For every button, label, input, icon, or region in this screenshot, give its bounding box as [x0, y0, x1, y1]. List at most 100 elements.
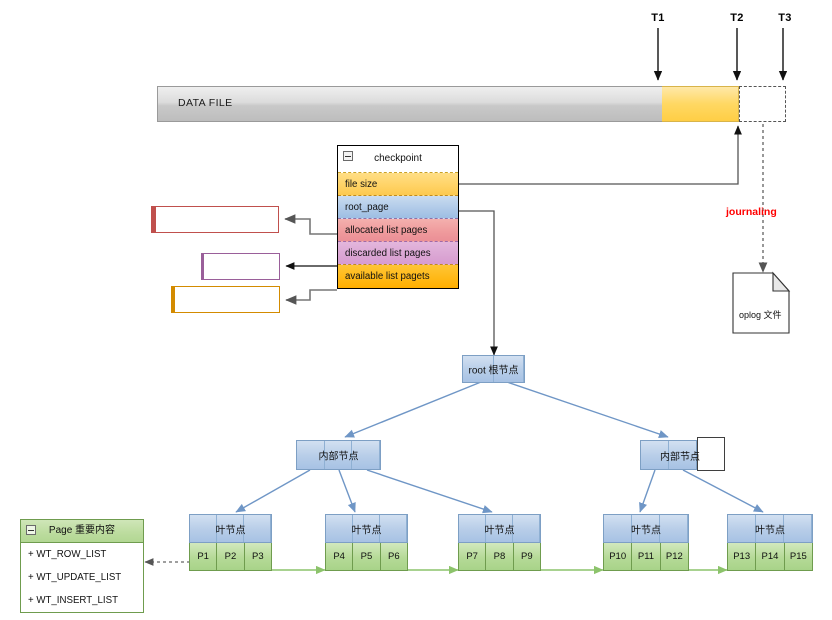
timeline-label-t2: T2	[730, 12, 744, 24]
page-cell	[153, 207, 154, 232]
internal-left-to-leaf-2	[338, 469, 356, 513]
checkpoint-row-available-list-pagets[interactable]: available list pagets	[338, 265, 458, 288]
journaling-label: journaling	[726, 206, 777, 218]
legend-title: Page 重要内容	[48, 525, 116, 536]
checkpoint-row-discarded-list-pages[interactable]: discarded list pages	[338, 242, 458, 265]
internal-right-to-leaf-4	[639, 469, 656, 513]
checkpoint-title: checkpoint	[374, 153, 422, 164]
leaf-label: 叶节点	[215, 525, 246, 536]
leaf-header: 叶节点	[458, 514, 541, 543]
data-file-pending-segment	[662, 86, 739, 122]
leaf-node-2[interactable]: 叶节点 P4 P5 P6	[325, 514, 408, 571]
leaf-pages: P10 P11 P12	[603, 543, 689, 571]
checkpoint-row-file-size[interactable]: file size	[338, 173, 458, 196]
oplog-file-label: oplog 文件	[739, 310, 782, 320]
leaf-pages: P1 P2 P3	[189, 543, 272, 571]
allocated-pages-array	[151, 206, 279, 233]
root-subcell	[463, 356, 494, 382]
leaf-subcell	[190, 515, 217, 542]
allocated-connector	[284, 214, 337, 235]
leaf-subcell	[632, 515, 660, 542]
page-cell-p8[interactable]: P8	[486, 543, 514, 570]
leaf-subcell	[604, 515, 632, 542]
page-cell-p13[interactable]: P13	[728, 543, 757, 570]
timeline-label-t3: T3	[778, 12, 792, 24]
page-cell-p10[interactable]: P10	[604, 543, 633, 570]
data-file-unwritten-segment	[739, 86, 786, 122]
internal-left-to-leaf-1	[235, 469, 311, 513]
page-cell-p2[interactable]: P2	[217, 543, 245, 570]
timeline-label-t1: T1	[651, 12, 665, 24]
leaf-pages: P4 P5 P6	[325, 543, 408, 571]
leaf-subcell	[353, 515, 380, 542]
leaf-subcell	[459, 515, 486, 542]
page-cell-p3[interactable]: P3	[244, 543, 271, 570]
minus-icon[interactable]	[343, 151, 353, 161]
leaf-pages: P13 P14 P15	[727, 543, 813, 571]
leaf-subcell	[486, 515, 513, 542]
page-cell-p9[interactable]: P9	[513, 543, 540, 570]
leaf-subcell	[326, 515, 353, 542]
page-cell	[155, 207, 156, 232]
leaf-node-3[interactable]: 叶节点 P7 P8 P9	[458, 514, 541, 571]
root-to-internal-left	[344, 381, 482, 438]
root-to-internal-right	[506, 381, 669, 439]
leaf-node-1[interactable]: 叶节点 P1 P2 P3	[189, 514, 272, 571]
minus-icon[interactable]	[26, 525, 36, 535]
checkpoint-table[interactable]: checkpoint file size root_page allocated…	[337, 145, 459, 289]
leaf-label: 叶节点	[351, 525, 382, 536]
available-connector	[285, 289, 337, 305]
page-cell-p11[interactable]: P11	[632, 543, 661, 570]
page-cell-p5[interactable]: P5	[353, 543, 381, 570]
page-cell	[173, 287, 174, 312]
internal-right-to-leaf-5	[682, 469, 764, 513]
leaf-label: 叶节点	[631, 525, 661, 536]
data-file-bar: DATA FILE	[157, 86, 739, 122]
checkpoint-row-root-page[interactable]: root_page	[338, 196, 458, 219]
leaf-node-5[interactable]: 叶节点 P13 P14 P15	[727, 514, 813, 571]
leaf-subcell	[728, 515, 756, 542]
page-cell-p6[interactable]: P6	[380, 543, 407, 570]
data-file-label: DATA FILE	[178, 97, 233, 109]
leaf-label: 叶节点	[484, 525, 515, 536]
page-content-legend[interactable]: Page 重要内容 + WT_ROW_LIST + WT_UPDATE_LIST…	[20, 519, 144, 613]
page-cell-p12[interactable]: P12	[660, 543, 688, 570]
legend-item-update-list: + WT_UPDATE_LIST	[28, 572, 122, 583]
internal-subcell	[297, 441, 325, 469]
tree-internal-node-right[interactable]	[640, 440, 697, 470]
page-cell	[152, 207, 153, 232]
leaf-subcell	[244, 515, 271, 542]
legend-item-row-list: + WT_ROW_LIST	[28, 549, 107, 560]
leaf-header: 叶节点	[603, 514, 689, 543]
page-cell	[202, 254, 203, 279]
tree-root-node[interactable]: root 根节点	[462, 355, 525, 383]
filesize-connector	[459, 125, 742, 185]
tree-internal-node-left[interactable]: 内部节点	[296, 440, 381, 470]
page-cell	[172, 287, 173, 312]
tree-internal-right-label: 内部节点	[660, 452, 700, 463]
leaf-subcell	[784, 515, 812, 542]
internal-subcell	[641, 441, 669, 469]
internal-subcell	[352, 441, 381, 469]
page-cell-p7[interactable]: P7	[459, 543, 487, 570]
page-cell-p15[interactable]: P15	[784, 543, 812, 570]
tree-root-label: root 根节点	[468, 365, 519, 377]
oplog-file-icon	[732, 271, 791, 334]
page-cell-p1[interactable]: P1	[190, 543, 218, 570]
tree-internal-right-empty-cell	[697, 437, 725, 471]
leaf-header: 叶节点	[325, 514, 408, 543]
leaf-subcell	[380, 515, 407, 542]
page-cell	[203, 254, 204, 279]
available-pages-array	[171, 286, 280, 313]
leaf-subcell	[513, 515, 540, 542]
leaf-header: 叶节点	[189, 514, 272, 543]
leaf-node-4[interactable]: 叶节点 P10 P11 P12	[603, 514, 689, 571]
page-cell-p4[interactable]: P4	[326, 543, 354, 570]
checkpoint-row-allocated-list-pages[interactable]: allocated list pages	[338, 219, 458, 242]
leaf-subcell	[217, 515, 244, 542]
root-subcell	[494, 356, 524, 382]
internal-subcell	[325, 441, 353, 469]
discarded-pages-array	[201, 253, 280, 280]
page-cell-p14[interactable]: P14	[756, 543, 785, 570]
